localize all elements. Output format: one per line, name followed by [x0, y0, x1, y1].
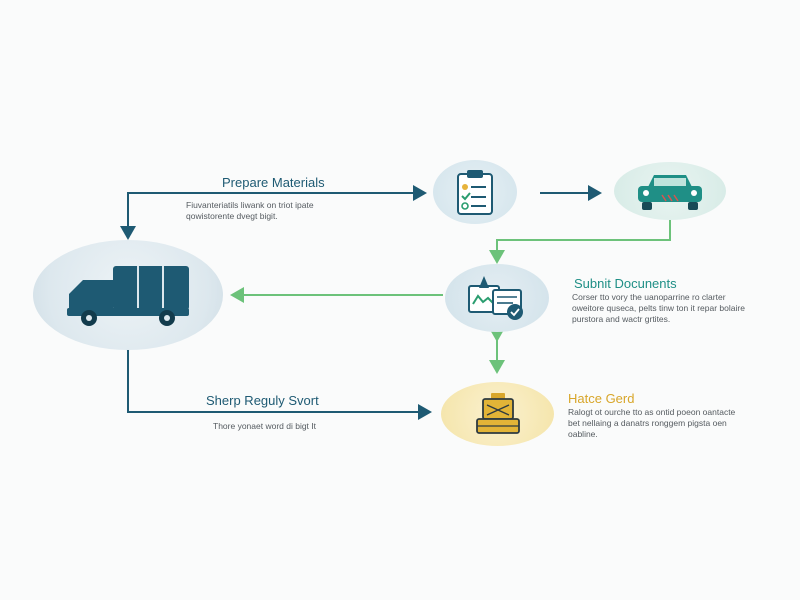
documents-stamp-icon — [468, 276, 523, 320]
gold-crate-icon — [475, 393, 520, 434]
sharp-desc: Thore yonaet word di bigt It — [213, 421, 317, 431]
truck-icon — [67, 266, 189, 326]
car-node[interactable] — [614, 162, 726, 220]
truck-node[interactable] — [33, 240, 223, 350]
submit-title: Subnit Docunents — [574, 276, 677, 291]
clipboard-checklist-icon — [457, 170, 493, 215]
submit-desc: Corser tto vory the uanoparrine ro clart… — [572, 292, 745, 324]
gold-node[interactable] — [441, 382, 554, 446]
prepare-title: Prepare Materials — [222, 175, 325, 190]
clipboard-node[interactable] — [433, 160, 517, 224]
arrow-car-to-documents — [489, 218, 671, 264]
hatce-desc: Ralogt ot ourche tto as ontid poeon oant… — [568, 407, 736, 439]
car-icon — [638, 175, 702, 210]
prepare-desc: Fiuvanteriatils liwank on triot ipate qo… — [186, 200, 314, 221]
documents-node[interactable] — [445, 264, 549, 332]
arrow-prepare-to-truck — [120, 192, 425, 240]
arrow-truck-to-gold — [120, 338, 432, 420]
sharp-title: Sherp Reguly Svort — [206, 393, 319, 408]
hatce-title: Hatce Gerd — [568, 391, 635, 406]
